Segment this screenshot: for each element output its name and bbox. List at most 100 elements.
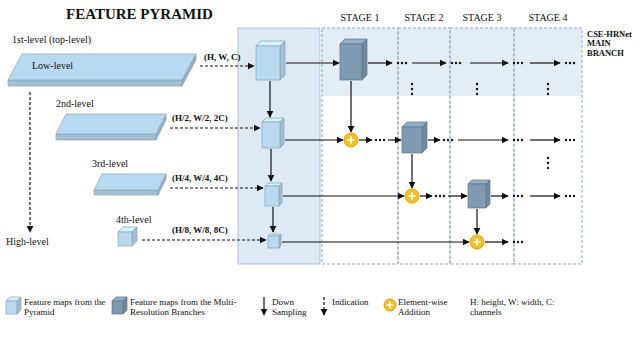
vertical-ellipsis-dot — [547, 162, 549, 164]
branch-feature-map — [340, 39, 367, 80]
ellipsis-dot — [405, 62, 407, 64]
dimension-label: (H/2, W/2, 2C) — [172, 114, 228, 124]
vertical-ellipsis-dot — [411, 93, 413, 95]
dimension-label: (H, W, C) — [204, 53, 241, 63]
ellipsis-dot — [517, 139, 519, 141]
ellipsis-dot — [517, 241, 519, 243]
ellipsis-dot — [521, 241, 523, 243]
ellipsis-dot — [521, 139, 523, 141]
vertical-ellipsis-dot — [476, 83, 478, 85]
arrow — [283, 195, 404, 196]
ellipsis-dot — [565, 195, 567, 197]
arrow — [388, 139, 401, 140]
dimension-label: (H/8, W/8, 8C) — [172, 226, 228, 236]
arrow — [458, 139, 508, 140]
ellipsis-dot — [569, 62, 571, 64]
stage-column — [514, 28, 582, 264]
addition-symbol — [384, 299, 396, 311]
legend-text: Down Sampling — [272, 298, 316, 318]
addition-symbol — [405, 189, 419, 203]
indication-arrow — [170, 127, 260, 128]
ellipsis-dot — [569, 195, 571, 197]
vertical-ellipsis-dot — [547, 167, 549, 169]
arrow — [350, 81, 351, 132]
ellipsis-dot — [383, 139, 385, 141]
vertical-ellipsis-dot — [411, 83, 413, 85]
level-name: 4th-level — [116, 214, 152, 225]
level-name: 1st-level (top-level) — [12, 34, 91, 45]
arrow — [476, 209, 477, 234]
stage-header: STAGE 3 — [450, 12, 514, 23]
arrow — [285, 139, 343, 140]
vertical-ellipsis-dot — [547, 157, 549, 159]
pyramid-level: 3rd-level — [86, 158, 170, 200]
level-indication: High-level — [6, 236, 49, 247]
stage-column — [450, 28, 514, 264]
level-tag: Low-level — [32, 60, 73, 71]
branch-feature-map — [402, 122, 427, 153]
vertical-ellipsis-dot — [476, 93, 478, 95]
branch-name: CSE-HRNet MAIN BRANCH — [587, 30, 639, 58]
addition-symbol — [470, 235, 484, 249]
arrow — [448, 195, 467, 196]
down-sampling-arrow — [272, 207, 273, 232]
arrow — [420, 195, 432, 196]
ellipsis-dot — [443, 139, 445, 141]
pyramid-feature-map — [268, 234, 281, 248]
ellipsis-dot — [513, 195, 515, 197]
branch-feature-map — [468, 180, 490, 208]
vertical-ellipsis-dot — [547, 83, 549, 85]
ellipsis-dot — [447, 139, 449, 141]
pyramid-level-cube — [118, 227, 137, 246]
dimension-label: (H/4, W/4, 4C) — [172, 174, 228, 184]
arrow — [286, 62, 339, 63]
arrow — [411, 154, 412, 188]
legend-text: H: height, W: width, C: channels — [470, 298, 562, 318]
ellipsis-dot — [379, 139, 381, 141]
ellipsis-dot — [401, 62, 403, 64]
arrow — [368, 62, 392, 63]
arrow — [282, 241, 469, 242]
arrow — [359, 139, 372, 140]
ellipsis-dot — [573, 139, 575, 141]
down-sampling-arrow — [270, 149, 271, 181]
arrow — [491, 195, 508, 196]
ellipsis-dot — [439, 195, 441, 197]
arrow — [470, 62, 508, 63]
addition-symbol — [344, 133, 358, 147]
ellipsis-dot — [573, 195, 575, 197]
arrow — [530, 195, 560, 196]
main-branch-band — [320, 28, 582, 96]
vertical-ellipsis-dot — [547, 88, 549, 90]
ellipsis-dot — [513, 139, 515, 141]
ellipsis-dot — [565, 62, 567, 64]
arrow — [428, 139, 440, 140]
stage-column — [398, 28, 450, 264]
ellipsis-dot — [513, 241, 515, 243]
pyramid-level: 4th-level — [110, 214, 170, 250]
legend-text: Feature maps from the Multi-Resolution B… — [130, 298, 248, 318]
legend-indication-sample — [323, 297, 324, 315]
ellipsis-dot — [443, 195, 445, 197]
vertical-ellipsis-dot — [476, 88, 478, 90]
ellipsis-dot — [513, 62, 515, 64]
pyramid-feature-map — [265, 183, 282, 206]
legend-text: Element-wise Addition — [398, 298, 460, 318]
vertical-ellipsis-dot — [411, 88, 413, 90]
ellipsis-dot — [455, 62, 457, 64]
ellipsis-dot — [451, 62, 453, 64]
legend-swatch — [6, 297, 21, 314]
ellipsis-dot — [451, 139, 453, 141]
stage-header: STAGE 2 — [398, 12, 450, 23]
ellipsis-dot — [375, 139, 377, 141]
legend-down-sampling-sample — [263, 297, 264, 315]
ellipsis-dot — [517, 62, 519, 64]
down-sampling-arrow — [269, 81, 270, 117]
legend-swatch — [112, 297, 127, 314]
stage-header: STAGE 4 — [514, 12, 582, 23]
indication-arrow — [200, 65, 254, 66]
arrow — [412, 62, 446, 63]
arrow — [485, 241, 508, 242]
level-name: 3rd-level — [92, 158, 128, 169]
legend-text: Indication — [332, 298, 380, 308]
